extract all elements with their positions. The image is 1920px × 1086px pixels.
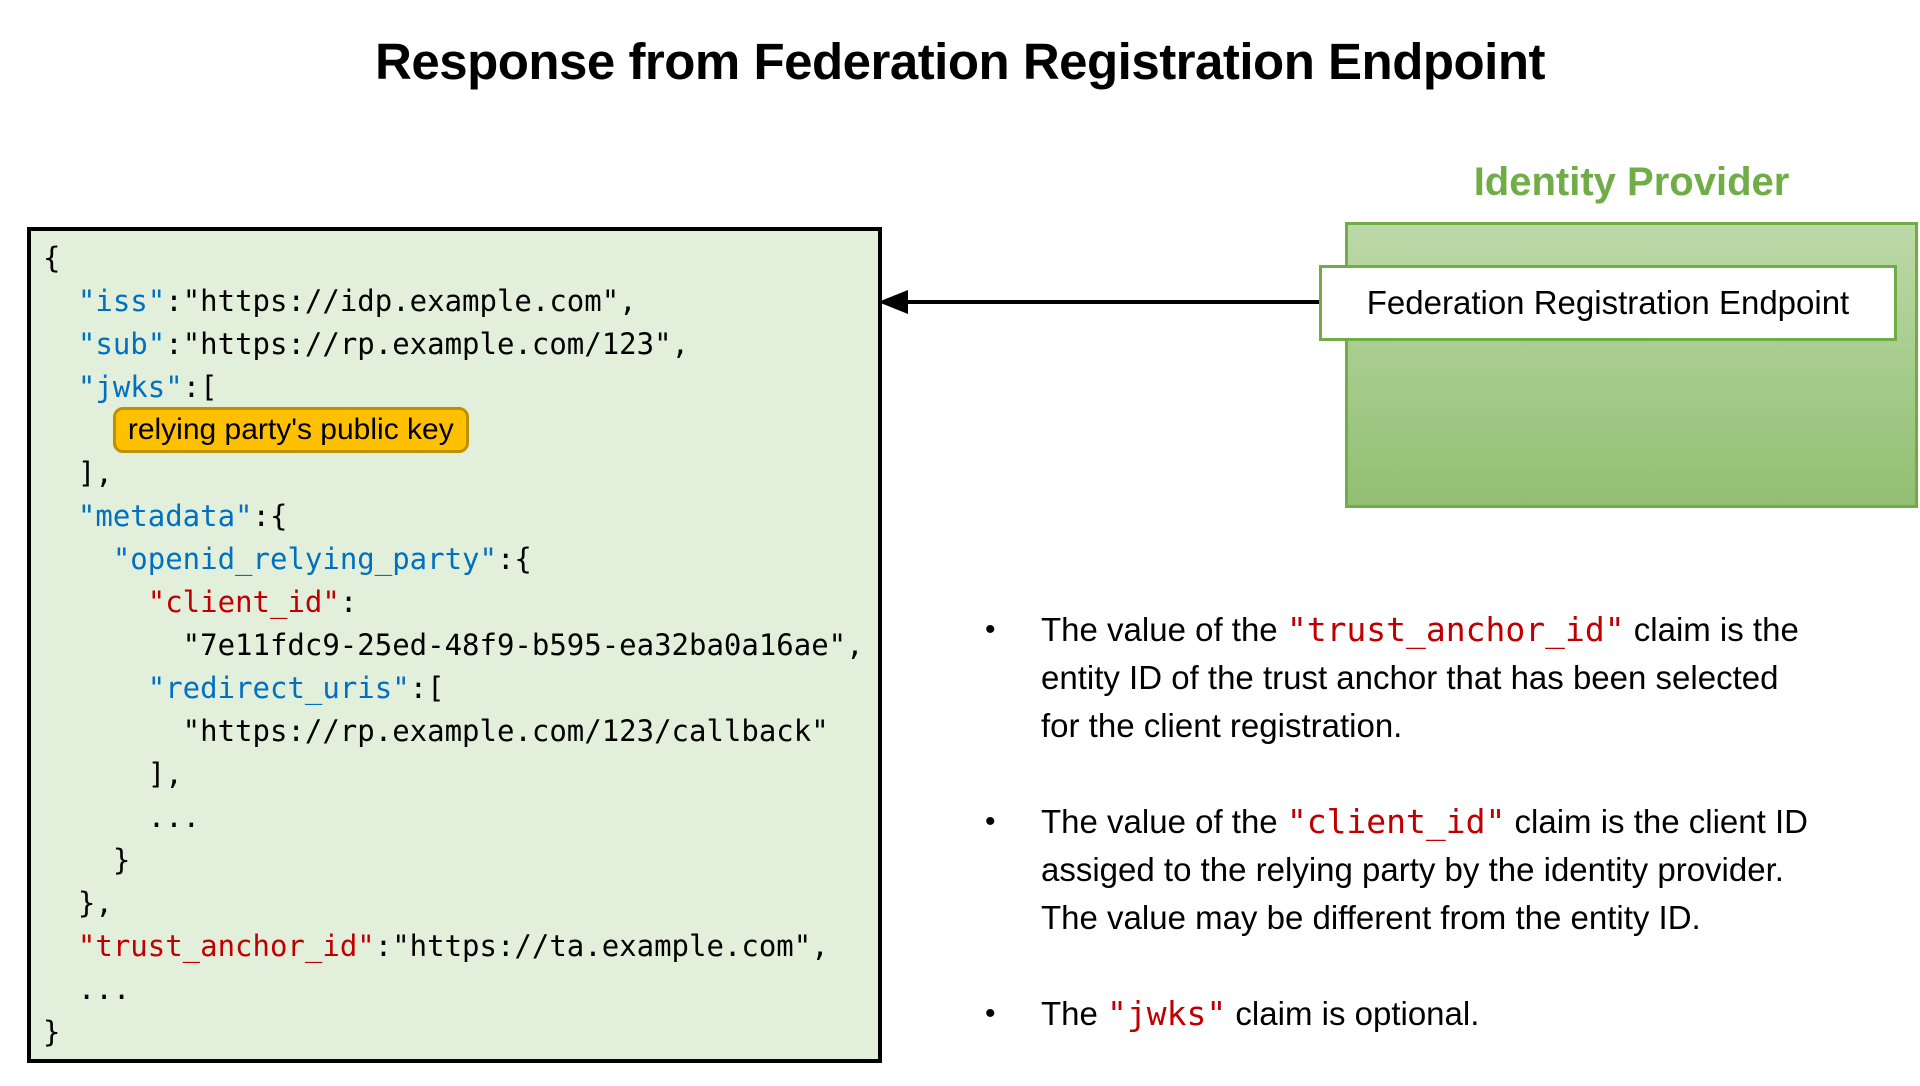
code-line: "client_id": <box>43 581 878 624</box>
code-line: ], <box>43 452 878 495</box>
code-line: "openid_relying_party":{ <box>43 538 878 581</box>
code-line: } <box>43 839 878 882</box>
jwks-public-key-badge: relying party's public key <box>112 407 469 453</box>
code-token: "trust_anchor_id" <box>77 929 375 963</box>
code-line: "redirect_uris":[ <box>43 667 878 710</box>
code-token: "iss" <box>77 284 166 318</box>
note-item: • The "jwks" claim is optional. <box>985 990 1911 1038</box>
response-arrow-icon <box>878 290 1319 314</box>
inline-code: "jwks" <box>1107 994 1227 1033</box>
code-token <box>43 370 78 404</box>
code-token: :"https://ta.example.com", <box>374 929 829 963</box>
code-token: :[ <box>409 671 445 705</box>
code-token: ... <box>43 972 131 1006</box>
code-token <box>43 542 113 576</box>
bullet-marker: • <box>985 997 996 1030</box>
code-token: "7e11fdc9-25ed-48f9-b595-ea32ba0a16ae", <box>43 628 864 662</box>
note-item: • The value of the "client_id" claim is t… <box>985 798 1911 942</box>
code-token: ], <box>43 456 113 490</box>
code-token: }, <box>43 886 113 920</box>
bullet-marker: • <box>985 805 996 838</box>
code-line: ... <box>43 968 878 1011</box>
note-text: The value of the "trust_anchor_id" claim… <box>1041 606 1911 750</box>
code-line: ], <box>43 753 878 796</box>
code-token: :[ <box>182 370 218 404</box>
code-token <box>43 327 78 361</box>
code-line: ... <box>43 796 878 839</box>
code-token <box>43 585 148 619</box>
code-line: "iss":"https://idp.example.com", <box>43 280 878 323</box>
code-line: "trust_anchor_id":"https://ta.example.co… <box>43 925 878 968</box>
code-token: :"https://idp.example.com", <box>165 284 637 318</box>
code-line: } <box>43 1011 878 1054</box>
note-text-segment: The value of the <box>1041 803 1287 840</box>
federation-registration-endpoint-box: Federation Registration Endpoint <box>1319 265 1897 341</box>
code-token <box>43 929 78 963</box>
note-text-segment: The <box>1041 995 1108 1032</box>
code-token <box>43 499 78 533</box>
code-token: "client_id" <box>147 585 340 619</box>
code-token: { <box>43 241 61 275</box>
code-token: } <box>43 843 131 877</box>
code-token: "metadata" <box>77 499 253 533</box>
code-token: "redirect_uris" <box>147 671 410 705</box>
code-line: "https://rp.example.com/123/callback" <box>43 710 878 753</box>
inline-code: "client_id" <box>1286 802 1506 841</box>
code-token: "https://rp.example.com/123/callback" <box>43 714 829 748</box>
code-token <box>43 671 148 705</box>
notes-list: • The value of the "trust_anchor_id" clai… <box>985 606 1911 1086</box>
code-token: "jwks" <box>77 370 183 404</box>
note-text-segment: The value of the <box>1041 611 1287 648</box>
code-token: : <box>339 585 358 619</box>
code-token: :{ <box>252 499 288 533</box>
code-line: relying party's public key <box>43 407 878 453</box>
code-block: { "iss":"https://idp.example.com", "sub"… <box>27 227 882 1063</box>
note-text-segment: claim is optional. <box>1226 995 1480 1032</box>
code-line: { <box>43 237 878 280</box>
code-token: ], <box>43 757 183 791</box>
code-line: "sub":"https://rp.example.com/123", <box>43 323 878 366</box>
code-token: ... <box>43 800 201 834</box>
code-token <box>43 284 78 318</box>
code-line: "7e11fdc9-25ed-48f9-b595-ea32ba0a16ae", <box>43 624 878 667</box>
note-item: • The value of the "trust_anchor_id" clai… <box>985 606 1911 750</box>
note-text: The "jwks" claim is optional. <box>1041 990 1911 1038</box>
code-line: "jwks":[ <box>43 366 878 409</box>
note-text-segment: claim is the entity ID of the trust anch… <box>1041 611 1799 744</box>
code-token: "sub" <box>77 327 166 361</box>
code-token: } <box>43 1015 61 1049</box>
code-token: "openid_relying_party" <box>112 542 497 576</box>
note-text: The value of the "client_id" claim is th… <box>1041 798 1911 942</box>
identity-provider-heading: Identity Provider <box>1473 160 1790 204</box>
bullet-marker: • <box>985 613 996 646</box>
code-token: :{ <box>496 542 532 576</box>
inline-code: "trust_anchor_id" <box>1286 610 1625 649</box>
note-text-segment: claim is the client ID assiged to the re… <box>1041 803 1808 936</box>
code-line: }, <box>43 882 878 925</box>
page-title: Response from Federation Registration En… <box>375 33 1545 90</box>
code-line: "metadata":{ <box>43 495 878 538</box>
code-token: :"https://rp.example.com/123", <box>165 327 690 361</box>
